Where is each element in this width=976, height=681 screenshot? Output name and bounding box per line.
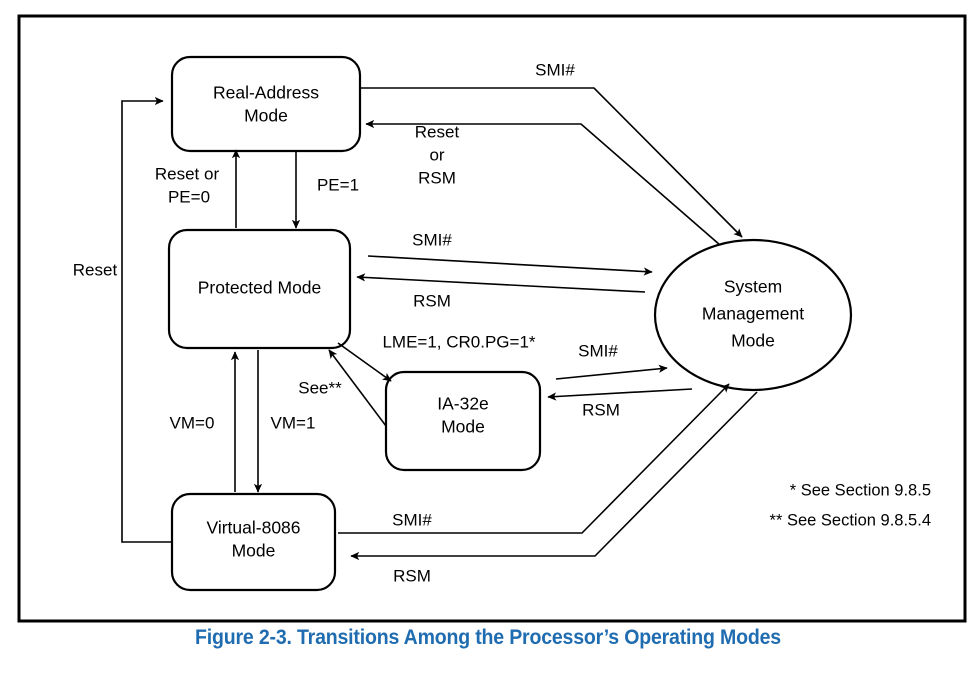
- edge-label-reset-smm-2: or: [429, 145, 444, 164]
- edge-label-vm-eq-1: VM=1: [271, 413, 316, 432]
- ia32e-mode-label-line2: Mode: [441, 417, 485, 437]
- figure-caption: Figure 2-3. Transitions Among the Proces…: [195, 626, 781, 649]
- edge-label-smi-real-address: SMI#: [535, 60, 575, 79]
- virtual-8086-mode-label-line1: Virtual-8086: [206, 518, 300, 538]
- edge-smm-to-virtual8086-rsm: [350, 391, 758, 561]
- edge-smm-to-ia32e-rsm: [547, 388, 693, 401]
- real-address-mode-box: [170, 55, 362, 153]
- edge-ia32e-to-protected: [328, 349, 387, 427]
- ia32e-mode-label-line1: IA-32e: [437, 394, 489, 414]
- edge-reset-virtual8086-to-real-address: [121, 96, 172, 543]
- edge-label-pe-eq-0: PE=0: [168, 187, 210, 206]
- edge-real-address-to-smm-smi: [360, 87, 743, 238]
- edge-protected-to-ia32e: [337, 342, 392, 382]
- smm-label-line3: Mode: [731, 331, 775, 351]
- figure-border: [17, 14, 967, 623]
- smm-label-line2: Management: [702, 304, 804, 324]
- ia32e-mode-box: [384, 370, 542, 472]
- system-management-mode-ellipse: [653, 238, 853, 392]
- real-address-mode-label-line1: Real-Address: [213, 83, 319, 103]
- edge-protected-to-smm-smi: [367, 255, 653, 276]
- protected-mode-label: Protected Mode: [198, 278, 322, 298]
- node-ia32e-mode: IA-32e Mode: [384, 370, 542, 472]
- edge-virtual8086-to-smm-smi: [338, 383, 730, 534]
- edge-label-see-doublestar: See**: [298, 378, 342, 397]
- edge-label-rsm-virtual8086: RSM: [393, 566, 431, 585]
- edge-label-smi-virtual8086: SMI#: [392, 510, 432, 529]
- edge-label-vm-eq-0: VM=0: [170, 413, 215, 432]
- virtual-8086-mode-label-line2: Mode: [232, 541, 276, 561]
- edge-ia32e-to-smm-smi: [555, 364, 668, 380]
- node-real-address-mode: Real-Address Mode: [170, 55, 362, 153]
- edge-smm-to-protected-rsm: [356, 273, 646, 293]
- edge-label-lme-cr0pg: LME=1, CR0.PG=1*: [382, 332, 535, 351]
- edge-label-reset-smm-1: Reset: [415, 122, 460, 141]
- footnote-double-star: ** See Section 9.8.5.4: [770, 511, 931, 529]
- edge-label-rsm-protected: RSM: [413, 291, 451, 310]
- footnote-single-star: * See Section 9.8.5: [790, 481, 931, 499]
- node-protected-mode: Protected Mode: [167, 228, 352, 350]
- node-virtual-8086-mode: Virtual-8086 Mode: [170, 492, 337, 592]
- edge-label-reset-left: Reset: [73, 260, 118, 279]
- node-system-management-mode: System Management Mode: [653, 238, 853, 392]
- edge-label-smi-protected: SMI#: [412, 230, 452, 249]
- edge-label-smi-ia32e: SMI#: [578, 341, 618, 360]
- protected-mode-box: [167, 228, 352, 350]
- edge-label-reset-or: Reset or: [155, 164, 220, 183]
- edge-smm-to-real-address-reset-rsm: [365, 119, 721, 246]
- edge-label-reset-smm-3: RSM: [418, 168, 456, 187]
- real-address-mode-label-line2: Mode: [244, 106, 288, 126]
- smm-label-line1: System: [724, 277, 782, 297]
- edge-label-pe-eq-1: PE=1: [317, 175, 359, 194]
- edge-label-rsm-ia32e: RSM: [582, 400, 620, 419]
